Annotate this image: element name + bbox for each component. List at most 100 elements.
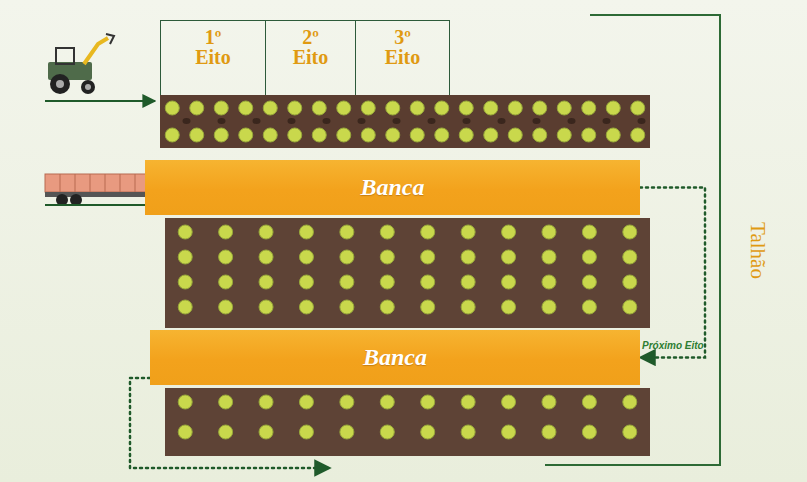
hole [393, 118, 401, 124]
hole [218, 118, 226, 124]
tree [178, 225, 192, 239]
field-strip [165, 218, 650, 328]
node-text: 2º Eito [293, 27, 329, 67]
tree [219, 250, 233, 264]
tree [299, 395, 313, 409]
tree [259, 425, 273, 439]
tree [606, 101, 620, 115]
flow-arrow [45, 100, 155, 102]
tree [340, 275, 354, 289]
tree [288, 128, 302, 142]
tree [582, 128, 596, 142]
tree [435, 128, 449, 142]
tree [502, 395, 516, 409]
tree [557, 128, 571, 142]
tree [582, 275, 596, 289]
tree [631, 128, 645, 142]
tree [259, 300, 273, 314]
tree [380, 275, 394, 289]
tree [259, 250, 273, 264]
tree [582, 300, 596, 314]
tree [340, 425, 354, 439]
hole [253, 118, 261, 124]
tree [484, 128, 498, 142]
hole [183, 118, 191, 124]
tree [178, 425, 192, 439]
tree [178, 395, 192, 409]
tree [219, 425, 233, 439]
tree [484, 101, 498, 115]
tree [582, 425, 596, 439]
tree [631, 101, 645, 115]
tree [461, 225, 475, 239]
tree [340, 250, 354, 264]
route-path [130, 378, 330, 468]
tree [623, 275, 637, 289]
tree [542, 425, 556, 439]
tree [259, 275, 273, 289]
node-text: Banca [360, 174, 424, 201]
hole [288, 118, 296, 124]
tree-rows [165, 101, 645, 439]
tree [219, 225, 233, 239]
tree [542, 300, 556, 314]
tree [299, 425, 313, 439]
node-text: 3º Eito [385, 27, 421, 67]
tree [533, 128, 547, 142]
tree [623, 425, 637, 439]
tree [502, 225, 516, 239]
tree [386, 128, 400, 142]
tree [542, 250, 556, 264]
tree [461, 300, 475, 314]
tree [263, 128, 277, 142]
tree [263, 101, 277, 115]
tree [421, 250, 435, 264]
tree [542, 395, 556, 409]
tree [165, 128, 179, 142]
tree [214, 128, 228, 142]
tree [421, 275, 435, 289]
hole [428, 118, 436, 124]
tree [502, 300, 516, 314]
area-label: Talhão [744, 222, 769, 279]
tree [380, 395, 394, 409]
tree [165, 101, 179, 115]
tree [502, 275, 516, 289]
tree [337, 101, 351, 115]
tree [340, 300, 354, 314]
tree [214, 101, 228, 115]
tree [623, 395, 637, 409]
tree [259, 225, 273, 239]
tree [380, 225, 394, 239]
field-strip [160, 95, 650, 148]
section-header: 2º Eito [265, 20, 355, 95]
tree [178, 300, 192, 314]
tree [178, 250, 192, 264]
hole [498, 118, 506, 124]
node-text: Banca [363, 344, 427, 371]
banca-band: Banca [150, 330, 640, 385]
tree [337, 128, 351, 142]
section-header: 3º Eito [355, 20, 450, 95]
node-text: 1º Eito [195, 27, 231, 67]
tree [361, 101, 375, 115]
tree [219, 300, 233, 314]
tree [557, 101, 571, 115]
tree [299, 225, 313, 239]
tree [219, 275, 233, 289]
tree [623, 300, 637, 314]
tree [386, 101, 400, 115]
tree [380, 425, 394, 439]
tree [461, 425, 475, 439]
tree [299, 250, 313, 264]
tree [340, 395, 354, 409]
tree [582, 225, 596, 239]
tree [259, 395, 273, 409]
tree [239, 128, 253, 142]
tree [508, 101, 522, 115]
tree [410, 101, 424, 115]
tree [410, 128, 424, 142]
